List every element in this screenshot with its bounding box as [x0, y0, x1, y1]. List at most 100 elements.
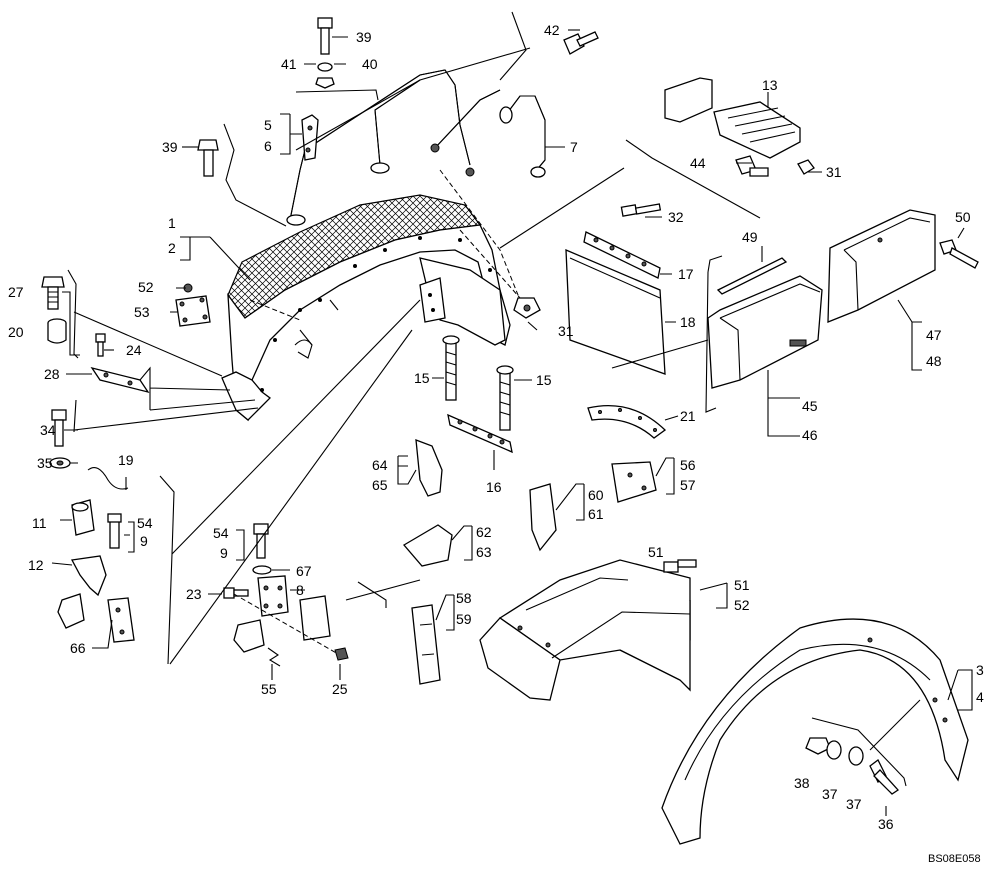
- callout-23: 23: [186, 586, 202, 602]
- callout-11: 11: [32, 515, 47, 531]
- callout-7: 7: [570, 139, 578, 155]
- callout-25: 25: [332, 681, 348, 697]
- callout-65: 65: [372, 477, 388, 493]
- bracket-60-61: [529, 483, 557, 552]
- callout-8: 8: [296, 582, 304, 598]
- callout-12: 12: [28, 557, 44, 573]
- callout-27: 27: [8, 284, 24, 300]
- rubber-mounts-15: [442, 335, 514, 431]
- callout-9-center: 9: [220, 545, 228, 561]
- bolt-42: [563, 31, 599, 55]
- bracket-64-65: [415, 439, 443, 497]
- callout-57: 57: [680, 477, 696, 493]
- callout-1: 1: [168, 215, 176, 231]
- large-fender-3-4: [661, 618, 969, 845]
- plate-53: [175, 283, 211, 327]
- callout-13: 13: [762, 77, 778, 93]
- callout-48: 48: [926, 353, 942, 369]
- strip-16: [447, 413, 513, 454]
- bracket-58-59: [411, 604, 441, 685]
- callout-55: 55: [261, 681, 277, 697]
- hinge-group-center: [223, 523, 349, 667]
- callout-5: 5: [264, 117, 272, 133]
- bolt-39-top: [315, 17, 335, 89]
- step-13: [664, 77, 815, 177]
- hinge-group-left: [57, 467, 135, 643]
- handrail-tubes: [286, 69, 546, 226]
- callout-34: 34: [40, 422, 56, 438]
- callout-44: 44: [690, 155, 706, 171]
- bracket-56-57: [611, 461, 657, 503]
- plate-21: [587, 405, 667, 439]
- bolt-24-and-plate-28: [90, 333, 150, 394]
- callout-3: 3: [976, 662, 984, 678]
- callout-66: 66: [70, 640, 86, 656]
- callout-35: 35: [37, 455, 53, 471]
- callout-labels: 39 40 41 5 6 39 42 7 13 44 31 32 50 49 1…: [8, 22, 984, 865]
- bolt-34-washer-35: [49, 409, 71, 469]
- callout-38: 38: [794, 775, 810, 791]
- drawing-code: BS08E058: [928, 853, 981, 865]
- rear-fender-51-52: [479, 559, 697, 701]
- callout-15-right: 15: [536, 372, 552, 388]
- rod-49: [716, 257, 788, 295]
- bolt-39-left: [197, 139, 219, 177]
- callout-18: 18: [680, 314, 696, 330]
- callout-19: 19: [118, 452, 134, 468]
- callout-24: 24: [126, 342, 142, 358]
- callout-17: 17: [678, 266, 694, 282]
- callout-49: 49: [742, 229, 758, 245]
- callout-42: 42: [544, 22, 560, 38]
- callout-59: 59: [456, 611, 472, 627]
- callout-51-right: 51: [734, 577, 750, 593]
- callout-61: 61: [588, 506, 604, 522]
- callout-20: 20: [8, 324, 24, 340]
- callout-39-top: 39: [356, 29, 372, 45]
- nut-31-center: [513, 297, 541, 319]
- callout-9-left: 9: [140, 533, 148, 549]
- callout-52-left: 52: [138, 279, 154, 295]
- bolt-27: [41, 276, 65, 310]
- callout-37-left: 37: [822, 786, 838, 802]
- front-fender-assembly: [221, 194, 511, 422]
- mud-flap-18: [565, 203, 666, 375]
- callout-41: 41: [281, 56, 297, 72]
- callout-15-left: 15: [414, 370, 430, 386]
- callout-16: 16: [486, 479, 502, 495]
- callout-45: 45: [802, 398, 818, 414]
- callout-37-right: 37: [846, 796, 862, 812]
- leader-lines: [51, 11, 973, 816]
- callout-32: 32: [668, 209, 684, 225]
- spacer-20: [47, 318, 67, 344]
- callout-67: 67: [296, 563, 312, 579]
- callout-51-top: 51: [648, 544, 664, 560]
- fasteners-36-37-38: [805, 737, 899, 795]
- callout-53: 53: [134, 304, 150, 320]
- callout-36: 36: [878, 816, 894, 832]
- callout-58: 58: [456, 590, 472, 606]
- callout-21: 21: [680, 408, 696, 424]
- fender-panel-45-46: [707, 275, 823, 389]
- callout-46: 46: [802, 427, 818, 443]
- callout-62: 62: [476, 524, 492, 540]
- bolt-50: [939, 239, 979, 269]
- callout-39-left: 39: [162, 139, 178, 155]
- callout-2: 2: [168, 240, 176, 256]
- callout-6: 6: [264, 138, 272, 154]
- callout-4: 4: [976, 689, 984, 705]
- callout-60: 60: [588, 487, 604, 503]
- callout-50: 50: [955, 209, 971, 225]
- callout-31-right: 31: [826, 164, 842, 180]
- callout-56: 56: [680, 457, 696, 473]
- callout-28: 28: [44, 366, 60, 382]
- callout-52-right: 52: [734, 597, 750, 613]
- callout-31-center: 31: [558, 323, 574, 339]
- callout-63: 63: [476, 544, 492, 560]
- bracket-62-63: [403, 524, 453, 567]
- callout-54-left: 54: [137, 515, 153, 531]
- callout-47: 47: [926, 327, 942, 343]
- callout-54-center: 54: [213, 525, 229, 541]
- callout-64: 64: [372, 457, 388, 473]
